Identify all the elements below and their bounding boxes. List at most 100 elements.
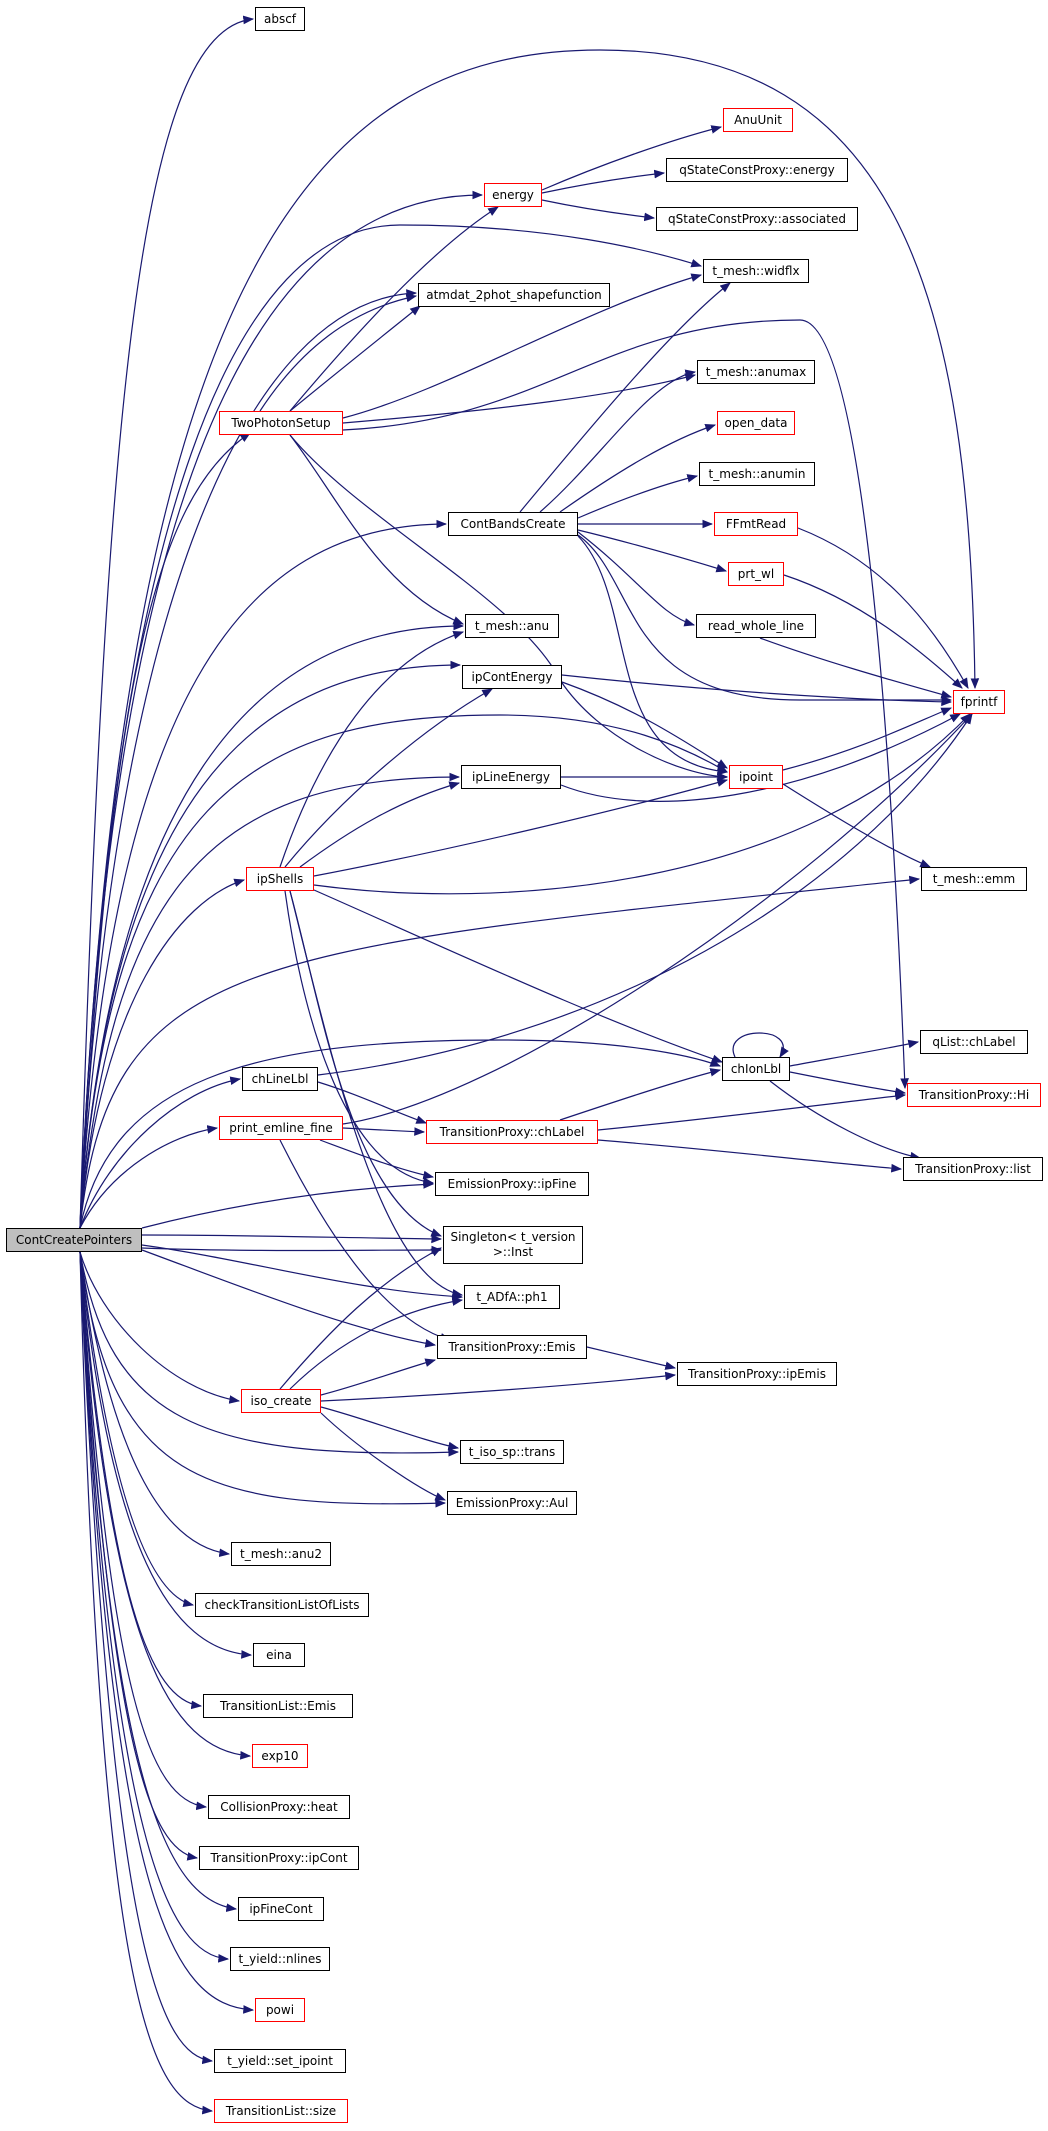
node-t_mesh-emm[interactable]: t_mesh::emm: [921, 867, 1027, 891]
node-TwoPhotonSetup[interactable]: TwoPhotonSetup: [219, 411, 343, 435]
edge-ContCreatePointers-ipLineEnergy: [79, 772, 461, 1229]
edge-ContCreatePointers-set_ipoint: [79, 1251, 214, 2065]
node-TransitionProxy-chLabel[interactable]: TransitionProxy::chLabel: [426, 1120, 598, 1144]
node-exp10[interactable]: exp10: [252, 1744, 308, 1768]
edge-ContBandsCreate-read_whole_line: [577, 531, 696, 627]
node-t_mesh-anu[interactable]: t_mesh::anu: [465, 614, 559, 638]
node-powi[interactable]: powi: [255, 1998, 305, 2022]
node-ipoint[interactable]: ipoint: [729, 765, 783, 789]
node-ipFineCont[interactable]: ipFineCont: [238, 1897, 324, 1921]
node-chLineLbl[interactable]: chLineLbl: [242, 1067, 318, 1091]
node-eina[interactable]: eina: [253, 1643, 305, 1667]
node-TransitionList-size[interactable]: TransitionList::size: [214, 2099, 348, 2123]
edge-ContCreatePointers-iso_create: [79, 1251, 241, 1404]
node-TransitionProxy-Emis[interactable]: TransitionProxy::Emis: [437, 1335, 587, 1359]
edge-ipContEnergy-fprintf: [561, 674, 953, 707]
node-read_whole_line[interactable]: read_whole_line: [696, 614, 816, 638]
edge-ContCreatePointers-atmdat: [79, 289, 418, 1229]
node-ContBandsCreate[interactable]: ContBandsCreate: [448, 512, 578, 536]
edge-ContCreatePointers-TPEmis: [141, 1249, 437, 1348]
edge-ContCreatePointers-ph1: [141, 1244, 464, 1301]
edge-ContCreatePointers-checkTLL: [79, 1251, 195, 1607]
edge-ipShells-chIonLbl: [313, 889, 724, 1063]
node-TransitionList-Emis[interactable]: TransitionList::Emis: [203, 1694, 353, 1718]
node-CollisionProxy-heat[interactable]: CollisionProxy::heat: [208, 1795, 350, 1819]
edge-ipShells-ipLineEnergy: [299, 781, 461, 868]
edge-iso_create-EPAul: [320, 1412, 447, 1501]
node-qList-chLabel[interactable]: qList::chLabel: [920, 1030, 1028, 1054]
edge-ipContEnergy-ipoint: [561, 681, 728, 769]
edge-ContCreatePointers-ipShells: [79, 878, 246, 1229]
edge-ContCreatePointers-ipContEnergy: [79, 660, 462, 1229]
node-t_iso_sp-trans[interactable]: t_iso_sp::trans: [460, 1440, 564, 1464]
edge-TPchLabel-TPHi: [597, 1091, 907, 1131]
node-t_ADfA-ph1[interactable]: t_ADfA::ph1: [464, 1285, 560, 1309]
edge-TwoPhotonSetup-ipoint: [289, 434, 729, 781]
edge-ContCreatePointers-ipoint: [79, 714, 728, 1229]
node-AnuUnit[interactable]: AnuUnit: [723, 108, 793, 132]
node-qStateConstProxy-energy[interactable]: qStateConstProxy::energy: [666, 158, 848, 182]
edge-ContCreatePointers-fprintf: [79, 49, 980, 1229]
edge-print_emline_fine-fprintf: [342, 713, 973, 1125]
node-fprintf[interactable]: fprintf: [953, 690, 1005, 714]
node-t_yield-nlines[interactable]: t_yield::nlines: [230, 1947, 330, 1971]
edge-ipoint-fprintf: [782, 707, 952, 771]
edge-energy-qStateAssociated: [541, 199, 656, 222]
edge-ContCreatePointers-CPheat: [79, 1251, 208, 1811]
node-prt_wl[interactable]: prt_wl: [728, 562, 784, 586]
node-ipContEnergy[interactable]: ipContEnergy: [462, 665, 562, 689]
node-iso_create[interactable]: iso_create: [241, 1389, 321, 1413]
node-TransitionProxy-ipCont[interactable]: TransitionProxy::ipCont: [199, 1846, 359, 1870]
edge-prt_wl-fprintf: [783, 574, 963, 689]
edge-read_whole_line-fprintf: [759, 637, 953, 699]
node-ipShells[interactable]: ipShells: [246, 867, 314, 891]
node-print_emline_fine[interactable]: print_emline_fine: [219, 1116, 343, 1140]
node-TransitionProxy-ipEmis[interactable]: TransitionProxy::ipEmis: [677, 1362, 837, 1386]
edge-ContCreatePointers-exp10: [79, 1251, 252, 1760]
node-t_mesh-anumax[interactable]: t_mesh::anumax: [697, 360, 815, 384]
node-abscf[interactable]: abscf: [255, 7, 305, 31]
edge-ipShells-ph1: [289, 890, 464, 1298]
node-t_mesh-anumin[interactable]: t_mesh::anumin: [699, 462, 815, 486]
edge-ipShells-anu: [279, 631, 465, 868]
edge-ContCreatePointers-TLEmis: [79, 1251, 203, 1710]
edge-chIonLbl-chIonLbl: [732, 1032, 789, 1058]
node-atmdat_2phot_shapefunction[interactable]: atmdat_2phot_shapefunction: [418, 283, 610, 307]
edge-TPchLabel-chIonLbl: [559, 1068, 722, 1121]
edge-FFmtRead-fprintf: [797, 527, 969, 689]
edge-ContCreatePointers-EPAul: [79, 1251, 447, 1508]
node-FFmtRead[interactable]: FFmtRead: [714, 512, 798, 536]
edge-ContCreatePointers-print_emline_fine: [79, 1125, 219, 1229]
node-qStateConstProxy-associated[interactable]: qStateConstProxy::associated: [656, 207, 858, 231]
node-t_mesh-widflx[interactable]: t_mesh::widflx: [703, 259, 809, 283]
edge-chLineLbl-TPchLabel: [317, 1081, 428, 1124]
node-t_mesh-anu2[interactable]: t_mesh::anu2: [231, 1542, 331, 1566]
edge-print_emline_fine-TPEmis: [279, 1139, 452, 1342]
node-energy[interactable]: energy: [484, 183, 542, 207]
node-TransitionProxy-list[interactable]: TransitionProxy::list: [903, 1157, 1043, 1181]
edge-ContCreatePointers-ContBandsCreate: [79, 519, 448, 1229]
edge-iso_create-TPEmis: [320, 1358, 437, 1396]
node-Singleton-t_version-Inst[interactable]: Singleton< t_version >::Inst: [443, 1226, 583, 1264]
edge-ContCreatePointers-ipFineCont: [79, 1251, 238, 1912]
node-open_data[interactable]: open_data: [717, 411, 795, 435]
node-EmissionProxy-ipFine[interactable]: EmissionProxy::ipFine: [435, 1172, 589, 1196]
edge-TwoPhotonSetup-anumax: [342, 373, 697, 424]
node-ipLineEnergy[interactable]: ipLineEnergy: [461, 765, 561, 789]
node-TransitionProxy-Hi[interactable]: TransitionProxy::Hi: [907, 1083, 1041, 1107]
node-ContCreatePointers[interactable]: ContCreatePointers: [6, 1228, 142, 1252]
edge-ContBandsCreate-prt_wl: [577, 529, 728, 573]
edge-ContCreatePointers-TLsize: [79, 1251, 214, 2115]
edge-iso_create-TPipEmis: [320, 1371, 677, 1402]
edge-iso_create-Singleton: [279, 1247, 442, 1390]
edge-ipoint-emm: [782, 783, 931, 868]
edge-ContCreatePointers-powi: [79, 1251, 255, 2014]
edge-TwoPhotonSetup-energy: [289, 206, 499, 412]
node-checkTransitionListOfLists[interactable]: checkTransitionListOfLists: [195, 1593, 369, 1617]
edge-iso_create-trans: [320, 1406, 460, 1451]
node-EmissionProxy-Aul[interactable]: EmissionProxy::Aul: [447, 1491, 577, 1515]
node-t_yield-set_ipoint[interactable]: t_yield::set_ipoint: [214, 2049, 346, 2073]
edge-ContCreatePointers-emm: [79, 875, 921, 1229]
node-chIonLbl[interactable]: chIonLbl: [722, 1057, 790, 1081]
